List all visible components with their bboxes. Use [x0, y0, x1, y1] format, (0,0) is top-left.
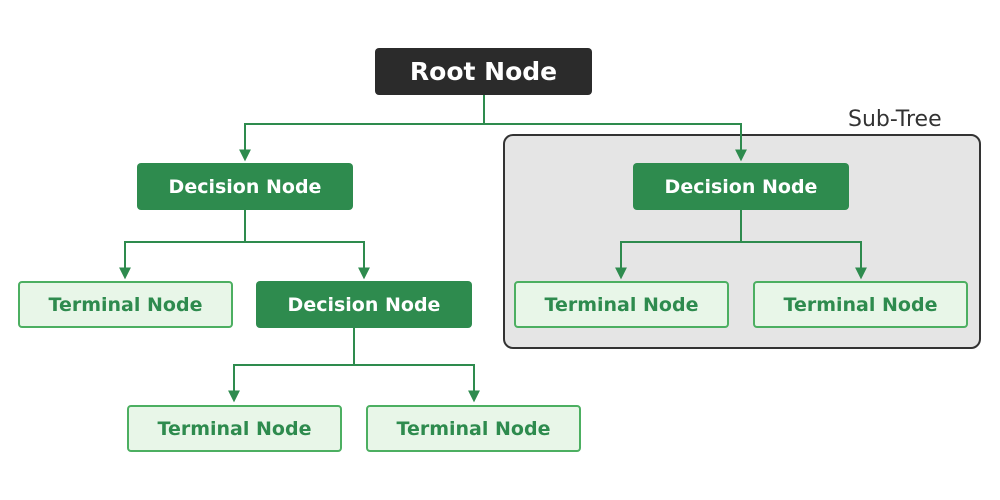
root-node: Root Node [375, 48, 592, 95]
link-decision-left-to-decision-mid [245, 241, 370, 280]
link-root-to-decision-right [484, 123, 747, 162]
terminal-node-bottom-1: Terminal Node [127, 405, 342, 452]
terminal-node-left: Terminal Node [18, 281, 233, 328]
terminal-node-bottom-2: Terminal Node [366, 405, 581, 452]
link-decision-left-to-terminal [119, 210, 246, 280]
link-decision-mid-to-terminal-2 [354, 364, 480, 403]
terminal-node-right-2: Terminal Node [753, 281, 968, 328]
link-root-to-decision-left [239, 95, 485, 162]
terminal-node-right-1: Terminal Node [514, 281, 729, 328]
link-decision-right-to-terminal-2 [741, 241, 867, 280]
decision-node-left: Decision Node [137, 163, 353, 210]
decision-node-right: Decision Node [633, 163, 849, 210]
subtree-label: Sub-Tree [848, 107, 942, 132]
link-decision-mid-to-terminal-1 [228, 328, 355, 403]
link-decision-right-to-terminal-1 [615, 210, 742, 280]
decision-node-mid: Decision Node [256, 281, 472, 328]
